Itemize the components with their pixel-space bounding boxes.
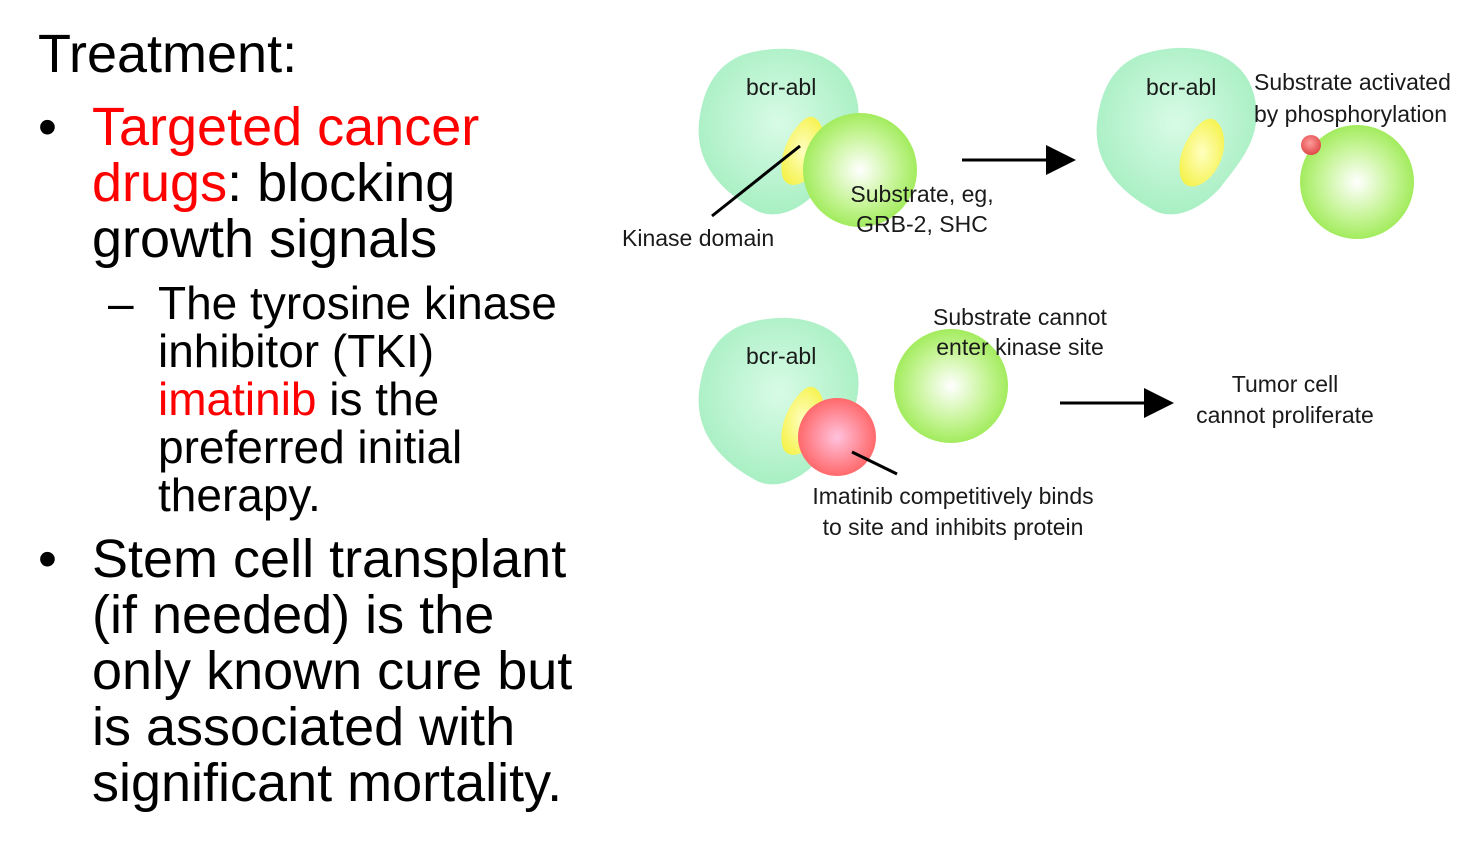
result-label-1: Substrate activated [1254,69,1451,95]
imatinib-text: imatinib [158,373,317,425]
substrate-label-2: GRB-2, SHC [856,211,988,237]
bullet-stem-cell: Stem cell transplant (if needed) is the … [92,531,572,811]
outcome-label-2: cannot proliferate [1196,402,1374,428]
imatinib-label-2: to site and inhibits protein [823,514,1084,540]
slide-heading: Treatment: [38,24,298,84]
kinase-domain [1179,118,1225,187]
bullet2-line5: significant mortality. [92,753,563,813]
substrate-circle [803,113,917,227]
imatinib-label-1: Imatinib competitively binds [812,483,1093,509]
sub-line1: The tyrosine kinase [158,277,557,329]
bullet2-line4: is associated with [92,697,516,757]
substrate-label-1: Substrate, eg, [850,181,993,207]
sub-line4: preferred initial [158,421,463,473]
imatinib-pointer-line [851,450,898,476]
bcr-abl-protein [1096,47,1257,215]
blocked-label-2: enter kinase site [936,334,1103,360]
red-text: Targeted cancer [92,97,480,157]
sub-line5: therapy. [158,469,321,521]
bullet2-line1: Stem cell transplant [92,529,567,589]
blocked-substrate-circle [894,329,1008,443]
bullet-marker: • [38,97,57,157]
blocked-label-1: Substrate cannot [933,304,1108,330]
bullet2-line2: (if needed) is the [92,585,495,645]
black-text: growth signals [92,209,438,269]
sub-line3-rest: is the [316,373,440,425]
sub-line3: imatinib is the [158,375,557,423]
imatinib-molecule [798,398,876,476]
sub-bullet-marker: – [108,277,134,329]
imatinib-mechanism-diagram: bcr-abl Kinase domain Substrate, eg, GRB… [622,47,1451,540]
protein-label: bcr-abl [1146,74,1216,100]
panel-binding: bcr-abl Kinase domain Substrate, eg, GRB… [622,48,994,251]
phosphate-dot [1301,135,1321,155]
activated-substrate-circle [1300,125,1414,239]
text-column: Treatment: • Targeted cancer drugs: bloc… [0,0,640,851]
kinase-label: Kinase domain [622,225,774,251]
sub-bullet-tki: The tyrosine kinase inhibitor (TKI) imat… [158,279,557,519]
black-text: : blocking [227,153,456,213]
bullet-marker: • [38,529,57,589]
bullet1-line2: drugs: blocking [92,155,479,211]
panel-inhibition: bcr-abl Substrate cannot enter kinase si… [698,304,1374,540]
outcome-label-1: Tumor cell [1232,371,1339,397]
red-text: drugs [92,153,228,213]
bullet1-line1: Targeted cancer [92,99,479,155]
bullet1-line3: growth signals [92,211,479,267]
protein-label: bcr-abl [746,343,816,369]
result-label-2: by phosphorylation [1254,101,1447,127]
bullet2-line3: only known cure but [92,641,573,701]
sub-line2: inhibitor (TKI) [158,325,435,377]
protein-label: bcr-abl [746,74,816,100]
kinase-pointer-line [711,144,801,218]
panel-activation: bcr-abl Substrate activated by phosphory… [1096,47,1451,239]
bullet-targeted-drugs: Targeted cancer drugs: blocking growth s… [92,99,479,267]
